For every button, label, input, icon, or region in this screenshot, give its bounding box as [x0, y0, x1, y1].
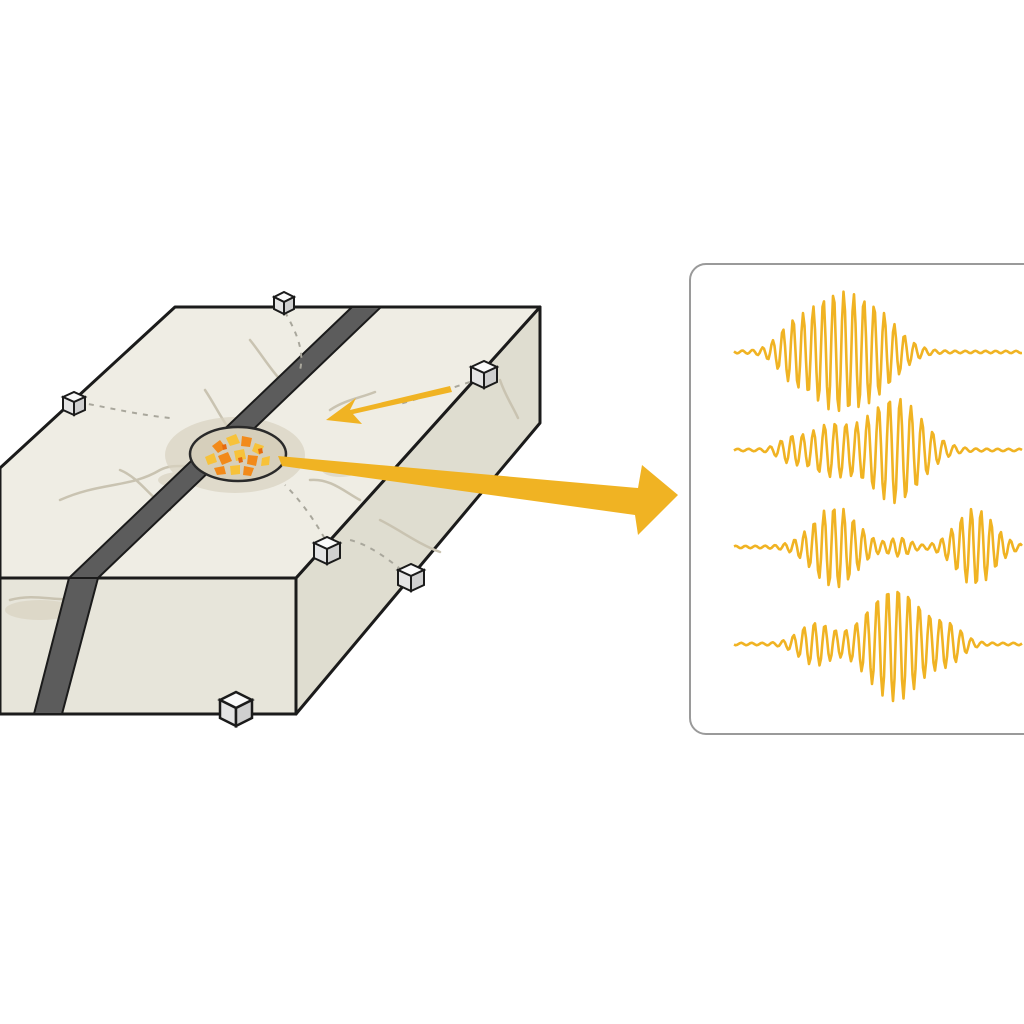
- waveform-icon: [733, 290, 1023, 413]
- sensor-cube-icon: [395, 562, 427, 593]
- waveform-icon: [733, 590, 1023, 703]
- signal-arrow: [278, 456, 678, 535]
- damage-zone-icon: [188, 425, 288, 483]
- arrows: [278, 386, 678, 535]
- sensor-cube-icon: [468, 359, 500, 390]
- sensor-arrow: [326, 386, 452, 424]
- joint-band-front: [32, 577, 100, 715]
- waveform-icon: [733, 507, 1023, 589]
- waveform-icon: [733, 397, 1023, 505]
- fragments: [205, 434, 270, 476]
- sensors: [60, 290, 500, 729]
- sensor-cube-icon: [217, 690, 255, 729]
- waveform-panel: [689, 263, 1024, 735]
- sensor-cube-icon: [311, 535, 343, 566]
- sensor-cube-icon: [60, 390, 88, 417]
- sensor-cube-icon: [271, 290, 297, 316]
- propagation-lines: [77, 311, 471, 578]
- panel-frame: [689, 263, 1024, 735]
- concrete-slab: [0, 305, 542, 716]
